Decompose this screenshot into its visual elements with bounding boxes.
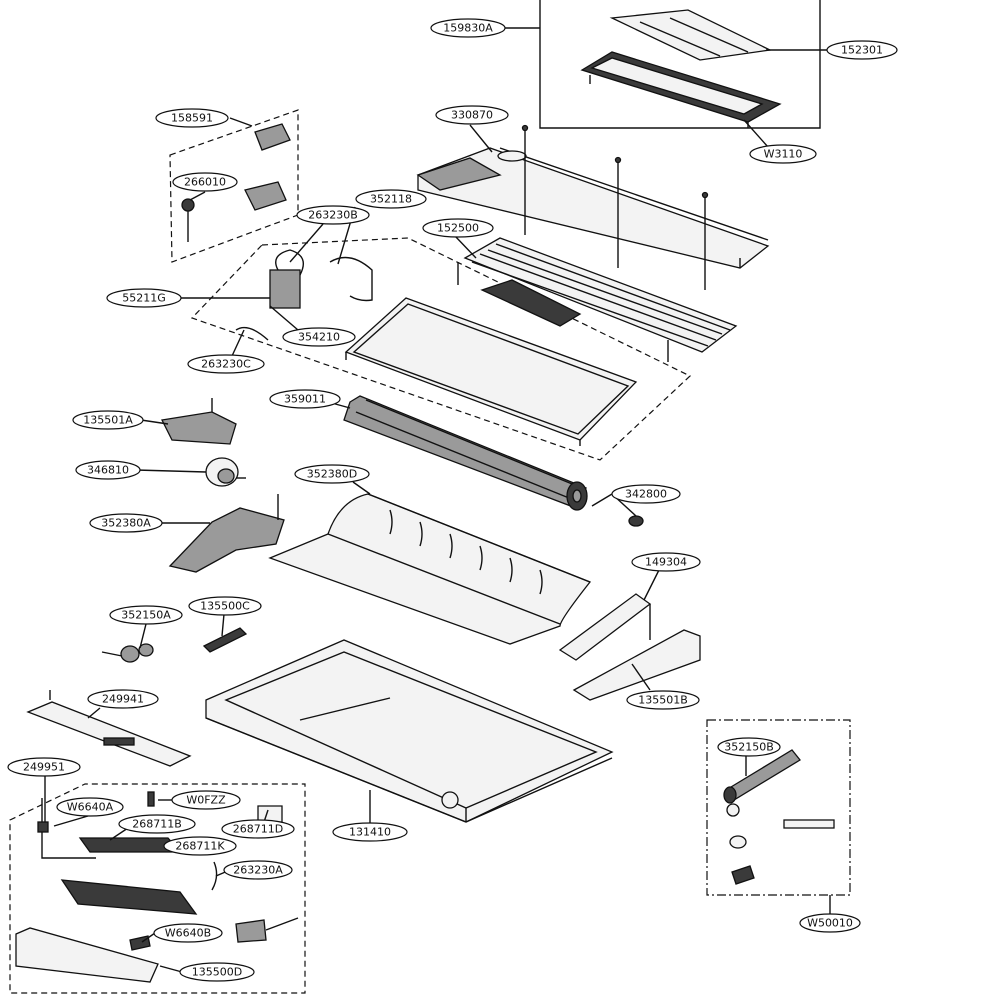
label-text: 135500D — [192, 966, 242, 979]
drain-pan-end — [168, 494, 285, 573]
label-text: 263230B — [308, 209, 358, 222]
label-352118: 352118 — [355, 189, 427, 209]
label-text: 266010 — [184, 176, 226, 189]
label-135500D: 135500D — [179, 962, 255, 982]
label-text: W0FZZ — [186, 794, 226, 807]
label-249941: 249941 — [87, 689, 159, 709]
label-text: 263230C — [201, 358, 251, 371]
label-text: 352380D — [307, 468, 357, 481]
label-text: W50010 — [807, 917, 853, 930]
cross-flow-fan — [343, 395, 588, 511]
label-159830A: 159830A — [430, 18, 506, 38]
label-text: 152500 — [437, 222, 479, 235]
label-149304: 149304 — [631, 552, 701, 572]
label-W0FZZ: W0FZZ — [171, 790, 241, 810]
label-W3110: W3110 — [749, 144, 817, 164]
label-W6640A: W6640A — [56, 797, 124, 817]
label-text: 352150A — [121, 609, 171, 622]
label-266010: 266010 — [172, 172, 238, 192]
label-text: 346810 — [87, 464, 129, 477]
label-text: 131410 — [349, 826, 391, 839]
label-263230B: 263230B — [296, 205, 370, 225]
drain-plug — [101, 643, 154, 663]
label-text: 342800 — [625, 488, 667, 501]
label-text: 135501B — [638, 694, 688, 707]
label-152500: 152500 — [422, 218, 494, 238]
side-plate — [26, 690, 192, 767]
label-text: 352150B — [724, 741, 774, 754]
label-W50010: W50010 — [799, 913, 861, 933]
motor-bracket-left — [161, 398, 237, 445]
label-263230A: 263230A — [223, 860, 293, 880]
label-text: 152301 — [841, 44, 883, 57]
label-text: 352380A — [101, 517, 151, 530]
label-268711K: 268711K — [163, 836, 237, 856]
label-352150A: 352150A — [109, 605, 183, 625]
electrical-components — [15, 791, 299, 983]
valve-assembly — [235, 249, 373, 341]
top-panel — [416, 147, 770, 269]
label-359011: 359011 — [269, 389, 341, 409]
label-249951: 249951 — [7, 757, 81, 777]
label-135500C: 135500C — [188, 596, 262, 616]
heat-exchanger — [344, 297, 638, 446]
fan-motor — [205, 457, 246, 487]
label-330870: 330870 — [435, 105, 509, 125]
air-filter-frame — [580, 9, 782, 128]
label-text: W6640A — [67, 801, 114, 814]
label-text: 263230A — [233, 864, 283, 877]
chassis — [205, 639, 614, 823]
label-55211G: 55211G — [106, 288, 182, 308]
drain-hose-kit — [723, 749, 835, 885]
label-text: 249951 — [23, 761, 65, 774]
label-text: 158591 — [171, 112, 213, 125]
screws — [521, 124, 709, 290]
label-158591: 158591 — [155, 108, 229, 128]
bearing — [628, 515, 644, 527]
label-text: 268711D — [233, 823, 283, 836]
label-text: 268711K — [175, 840, 225, 853]
label-354210: 354210 — [282, 327, 356, 347]
label-text: 268711B — [132, 818, 182, 831]
label-152301: 152301 — [826, 40, 898, 60]
label-135501B: 135501B — [626, 690, 700, 710]
label-text: 159830A — [443, 22, 493, 35]
mounting-bracket — [202, 627, 248, 653]
label-342800: 342800 — [611, 484, 681, 504]
label-131410: 131410 — [332, 822, 408, 842]
label-text: 55211G — [122, 292, 166, 305]
label-346810: 346810 — [75, 460, 141, 480]
label-text: 352118 — [370, 193, 412, 206]
label-W6640B: W6640B — [153, 923, 223, 943]
label-text: 354210 — [298, 331, 340, 344]
label-text: W6640B — [165, 927, 211, 940]
label-text: 330870 — [451, 109, 493, 122]
label-352380D: 352380D — [294, 464, 370, 484]
label-text: W3110 — [764, 148, 803, 161]
drain-pan — [268, 493, 592, 645]
accessory-kit-box — [706, 719, 851, 896]
label-text: 149304 — [645, 556, 687, 569]
label-text: 135501A — [83, 414, 133, 427]
filter-group-box — [539, 0, 821, 129]
label-text: 249941 — [102, 693, 144, 706]
motor-bracket-right — [558, 593, 701, 701]
label-text: 135500C — [200, 600, 250, 613]
label-352380A: 352380A — [89, 513, 163, 533]
label-268711B: 268711B — [118, 814, 196, 834]
label-text: 359011 — [284, 393, 326, 406]
grille — [457, 237, 738, 362]
label-263230C: 263230C — [187, 354, 265, 374]
label-135501A: 135501A — [72, 410, 144, 430]
label-268711D: 268711D — [221, 819, 295, 839]
label-352150B: 352150B — [717, 737, 781, 757]
sensor-parts — [181, 123, 291, 242]
heat-exchanger-group-box — [190, 237, 692, 461]
